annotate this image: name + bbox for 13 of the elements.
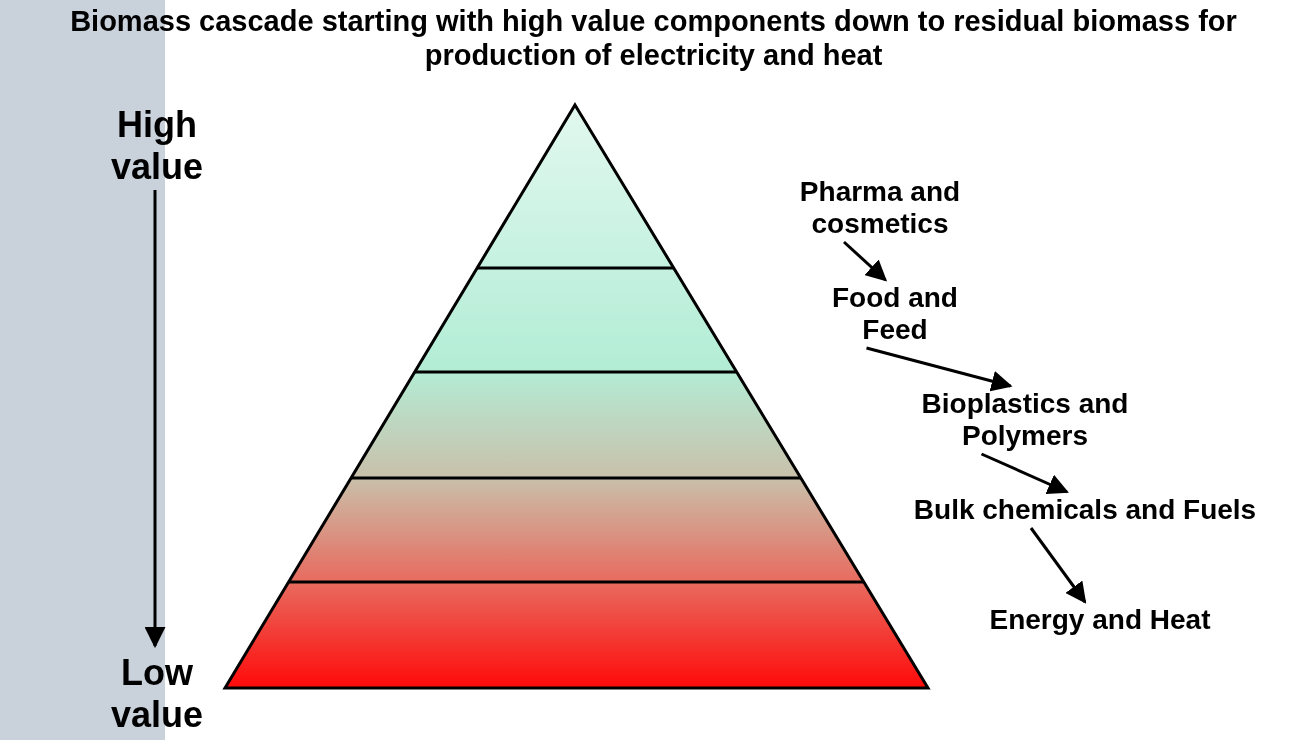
arrow [866,346,1013,392]
arrow [843,240,888,282]
diagram-title: Biomass cascade starting with high value components down to residual biomass for production of electricity and heat [69,4,1238,72]
scale-label: High value [92,104,222,188]
cascade-label: Pharma and cosmetics [760,176,1000,240]
cascade-label: Food and Feed [800,282,990,346]
cascade-label: Bulk chemicals and Fuels [905,494,1265,526]
scale-label: Low value [92,652,222,736]
arrow [144,190,166,649]
arrow [980,452,1069,494]
cascade-label: Energy and Heat [950,604,1250,636]
cascade-label: Bioplastics and Polymers [880,388,1170,452]
arrow [1029,527,1087,604]
